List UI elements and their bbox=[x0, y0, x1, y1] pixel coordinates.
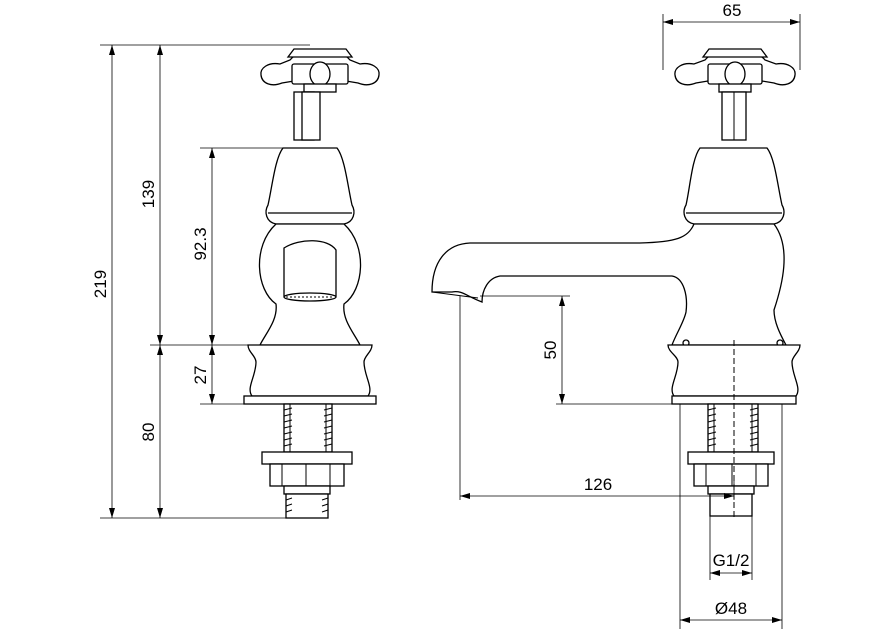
side-view-tap bbox=[431, 48, 801, 520]
side-dimensions bbox=[459, 14, 801, 629]
dim-50-label: 50 bbox=[541, 341, 560, 360]
front-dimensions bbox=[100, 44, 310, 519]
dim-92-3-label: 92.3 bbox=[191, 227, 210, 260]
dim-219-label: 219 bbox=[91, 270, 110, 298]
dim-139-label: 139 bbox=[139, 180, 158, 208]
dim-27-label: 27 bbox=[191, 366, 210, 385]
dim-65-label: 65 bbox=[723, 1, 742, 20]
dim-80-label: 80 bbox=[139, 423, 158, 442]
dim-g12-label: G1/2 bbox=[713, 551, 750, 570]
front-view-tap bbox=[243, 48, 380, 519]
dim-126-label: 126 bbox=[584, 475, 612, 494]
front-shank-thread bbox=[283, 407, 333, 447]
dim-o48-label: Ø48 bbox=[715, 599, 747, 618]
